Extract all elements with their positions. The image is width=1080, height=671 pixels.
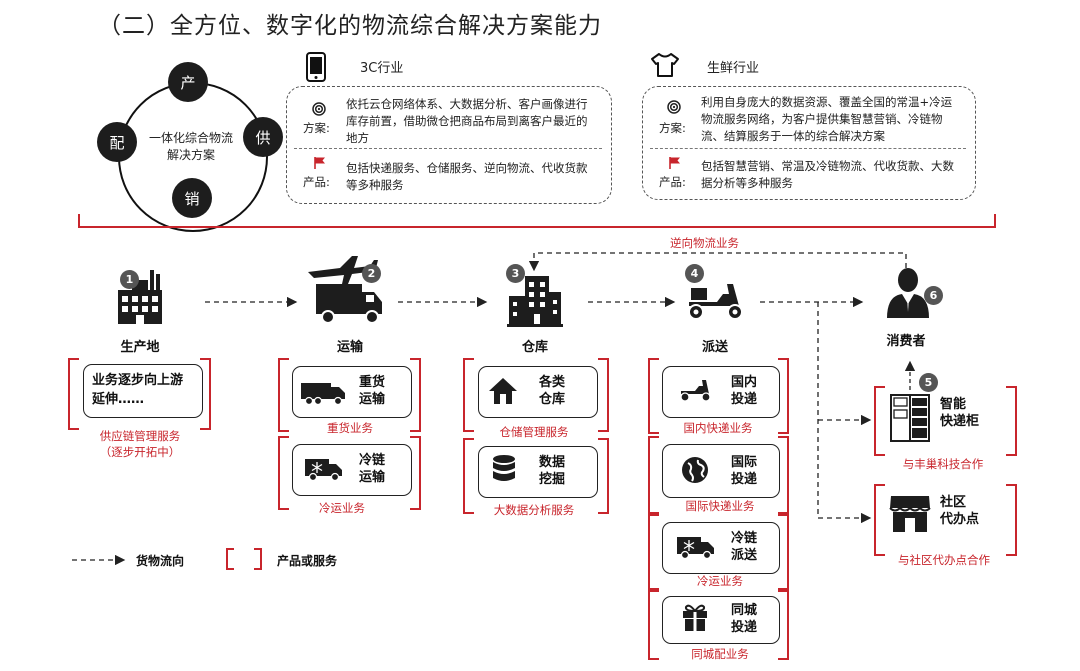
- industry-box: [286, 86, 612, 204]
- legend-flow-label: 货物流向: [136, 554, 185, 568]
- product-text: 包括快递服务、仓储服务、逆向物流、代收货款等多种服务: [346, 161, 588, 192]
- service-caption: 仓储管理服务: [499, 425, 569, 439]
- locker-icon: [890, 394, 930, 446]
- service-box: [478, 446, 598, 498]
- service-text: 业务逐步向上游延伸……: [92, 373, 184, 407]
- product-label: 产品:: [303, 175, 330, 189]
- node-sales: 销: [172, 178, 212, 218]
- phone-icon: [305, 52, 327, 86]
- industry-title: 3C行业: [360, 61, 404, 76]
- page-title: （二）全方位、数字化的物流综合解决方案能力: [98, 13, 602, 39]
- service-text: 重货 运输: [358, 375, 385, 407]
- solution-label: 方案:: [659, 121, 686, 135]
- node-production: 产: [168, 62, 208, 102]
- step-label: 派送: [701, 340, 728, 355]
- step-label: 运输: [336, 340, 363, 355]
- service-text: 社区 代办点: [940, 495, 980, 527]
- product-label: 产品:: [659, 175, 686, 189]
- scooter-small-icon: [677, 377, 713, 407]
- plane-truck-icon: [300, 254, 390, 330]
- step-number: 1: [120, 270, 139, 289]
- node-supply: 供: [243, 117, 283, 157]
- cold-van-icon: [676, 534, 716, 564]
- warehouse-icon: [505, 268, 563, 332]
- industry-box: [642, 86, 976, 200]
- service-caption: 国内快递业务: [683, 421, 753, 435]
- service-box: [83, 364, 203, 418]
- service-text: 冷链 运输: [358, 453, 385, 485]
- service-box: [292, 366, 412, 418]
- product-text: 包括智慧营销、常温及冷链物流、代收货款、大数据分析等多种服务: [701, 159, 954, 190]
- service-caption: 同城配业务: [691, 647, 749, 661]
- cold-truck-icon: [304, 456, 344, 486]
- node-distribution: 配: [97, 122, 137, 162]
- service-text: 国内 投递: [730, 375, 757, 407]
- service-caption: 冷运业务: [697, 574, 743, 588]
- service-text: 各类 仓库: [538, 375, 565, 407]
- service-caption: 供应链管理服务 （逐步开拓中）: [99, 429, 181, 459]
- house-icon: [487, 376, 519, 410]
- step-number: 2: [362, 264, 381, 283]
- service-caption: 重货业务: [327, 421, 373, 435]
- target-icon: [667, 99, 681, 118]
- circle-center-text: 一体化综合物流解决方案: [148, 131, 233, 162]
- section-divider: [78, 214, 996, 228]
- solution-text: 依托云仓网络体系、大数据分析、客户画像进行库存前置，借助微仓把商品布局到离客户最…: [346, 97, 588, 145]
- service-box: [662, 596, 780, 644]
- industry-title: 生鲜行业: [707, 61, 760, 76]
- consumer-icon: [885, 264, 931, 324]
- service-text: 国际 投递: [730, 455, 757, 487]
- service-text: 数据 挖掘: [538, 455, 565, 487]
- flag-icon: [313, 155, 327, 174]
- globe-icon: [680, 455, 710, 489]
- scooter-icon: [683, 276, 747, 326]
- service-text: 冷链 派送: [730, 531, 757, 563]
- heavy-truck-icon: [300, 380, 346, 410]
- service-caption: 冷运业务: [319, 501, 365, 515]
- tshirt-icon: [650, 52, 680, 82]
- reverse-flow-label: 逆向物流业务: [670, 236, 739, 250]
- service-caption: 与丰巢科技合作: [902, 457, 984, 471]
- step-number: 3: [506, 264, 525, 283]
- service-caption: 与社区代办点合作: [898, 553, 990, 567]
- step-label: 生产地: [120, 340, 160, 355]
- service-caption: 国际快递业务: [685, 499, 755, 513]
- target-icon: [312, 101, 326, 120]
- shop-icon: [889, 494, 931, 538]
- step-label: 仓库: [521, 340, 548, 355]
- step-number: 5: [919, 373, 938, 392]
- flag-icon: [668, 155, 682, 174]
- step-label: 消费者: [886, 334, 926, 349]
- solution-text: 利用自身庞大的数据资源、覆盖全国的常温+冷运物流服务网络，为客户提供集智慧营销、…: [701, 95, 953, 143]
- solution-label: 方案:: [303, 121, 330, 135]
- service-caption: 大数据分析服务: [493, 503, 575, 517]
- step-number: 4: [685, 264, 704, 283]
- database-icon: [491, 454, 517, 490]
- gift-icon: [681, 602, 709, 636]
- legend-bracket-label: 产品或服务: [277, 554, 338, 568]
- factory-icon: [112, 268, 168, 332]
- service-text: 同城 投递: [730, 603, 757, 635]
- service-box: [662, 444, 780, 498]
- service-text: 智能 快递柜: [940, 397, 980, 429]
- step-number: 6: [924, 286, 943, 305]
